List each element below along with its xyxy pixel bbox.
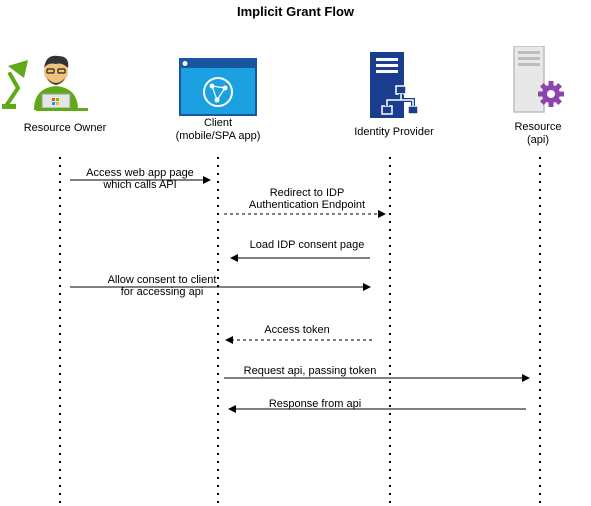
server-network-icon: [370, 52, 419, 118]
message-label-6: Request api, passing token: [243, 365, 377, 377]
actor-label-identity-provider: Identity Provider: [354, 126, 434, 138]
message-label-3: Load IDP consent page: [249, 239, 365, 251]
browser-window-icon: [179, 58, 257, 116]
actor-label-resource: Resource (api): [514, 121, 562, 146]
actor-label-client: Client (mobile/SPA app): [175, 117, 261, 142]
diagram-title: Implicit Grant Flow: [236, 4, 354, 19]
message-label-7: Response from api: [268, 398, 362, 410]
message-label-4: Allow consent to client for accessing ap…: [107, 274, 217, 298]
message-label-2: Redirect to IDP Authentication Endpoint: [248, 187, 366, 211]
person-at-laptop-icon: [2, 55, 88, 111]
server-gear-icon: [513, 46, 564, 113]
actor-label-resource-owner: Resource Owner: [23, 122, 107, 134]
message-label-1: Access web app page which calls API: [86, 167, 194, 191]
message-label-5: Access token: [264, 324, 330, 336]
